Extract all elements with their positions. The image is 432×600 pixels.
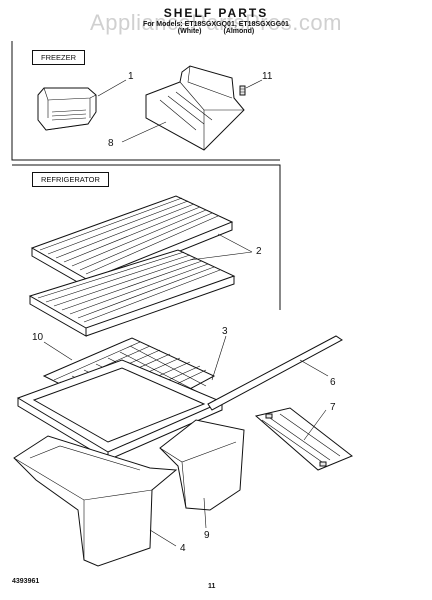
page-number: 11 xyxy=(208,583,216,590)
part-freezer-basket xyxy=(37,87,97,131)
callout-2: 2 xyxy=(256,246,262,257)
callout-8: 8 xyxy=(108,138,114,149)
callout-4: 4 xyxy=(180,543,186,554)
callout-3: 3 xyxy=(222,326,228,337)
callout-6: 6 xyxy=(330,377,336,388)
freezer-section-label: FREEZER xyxy=(32,50,86,65)
color-white: (White) xyxy=(177,28,202,35)
part-wire-shelf-lower xyxy=(28,249,236,337)
freezer-frame xyxy=(11,41,280,161)
models-subtitle: For Models: ET18SGXGQ01, ET18SGXGG01 xyxy=(143,21,289,28)
color-almond: (Almond) xyxy=(223,28,255,35)
refrigerator-section-label: REFRIGERATOR xyxy=(32,172,109,187)
watermark: AppliancePartsPros.com xyxy=(90,10,342,35)
part-freezer-shelf xyxy=(145,65,245,151)
document-number: 4393961 xyxy=(12,578,40,585)
callout-7: 7 xyxy=(330,402,336,413)
refrigerator-frame xyxy=(12,164,281,310)
color-variants: (White) (Almond) xyxy=(0,28,432,35)
diagram-title: SHELF PARTS xyxy=(163,6,269,20)
part-crisper-rail xyxy=(254,407,353,471)
callout-9: 9 xyxy=(204,530,210,541)
callout-1: 1 xyxy=(128,71,134,82)
part-crisper-drawer-left xyxy=(13,435,178,567)
leader-lines xyxy=(43,79,329,547)
part-screw xyxy=(239,85,246,96)
part-wire-shelf-upper xyxy=(30,195,234,289)
part-trim-strip xyxy=(207,335,343,411)
callout-10: 10 xyxy=(32,332,44,343)
part-crisper-drawer-right xyxy=(159,419,245,511)
callout-11: 11 xyxy=(262,71,273,82)
diagram-header: AppliancePartsPros.com SHELF PARTS For M… xyxy=(0,6,432,35)
